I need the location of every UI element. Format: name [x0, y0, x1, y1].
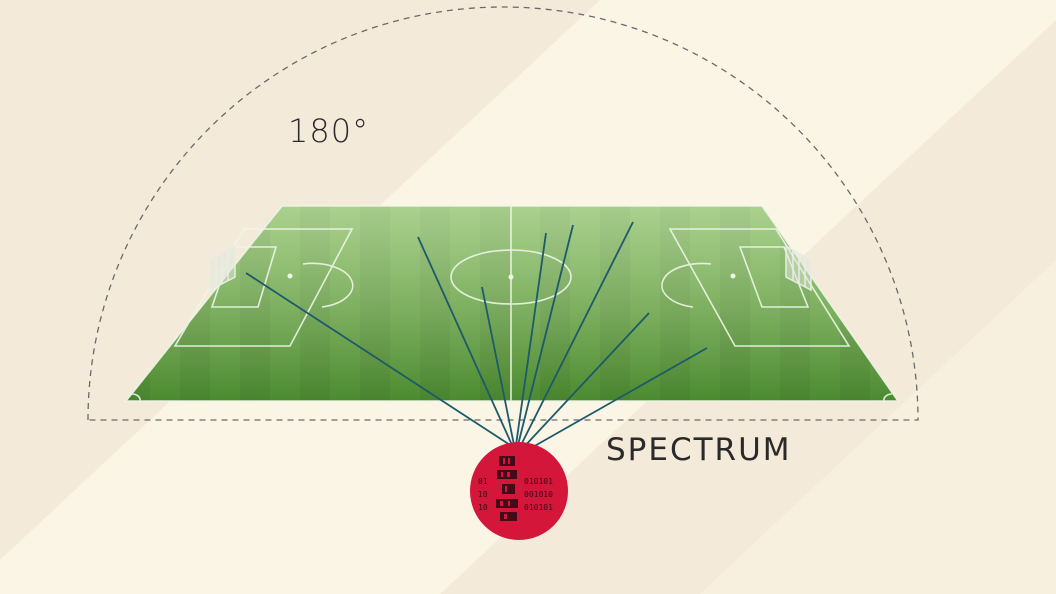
binary-row-1: 010101: [524, 477, 553, 486]
binary-row-3: 010101: [524, 503, 553, 512]
ray: [523, 347, 708, 453]
sensor-node: 01 10 10 010101 001010 010101: [470, 442, 568, 540]
angle-label: 180°: [288, 112, 370, 150]
background-band-secondary: [700, 260, 1056, 594]
ray: [481, 286, 515, 446]
ray: [245, 272, 511, 446]
ray: [517, 224, 574, 446]
soccer-field: [124, 205, 900, 402]
ray: [417, 236, 513, 446]
spectrum-rays: [245, 221, 708, 453]
svg-text:01 10 10 010: 01 10 10 010101 001010 010101: [478, 477, 558, 512]
ray: [515, 232, 547, 446]
spectrum-label: SPECTRUM: [606, 432, 792, 468]
ray: [519, 221, 634, 448]
goal-right: [785, 244, 812, 292]
ray: [521, 312, 650, 450]
binary-row-2: 001010: [524, 490, 553, 499]
goal-left: [209, 244, 236, 292]
